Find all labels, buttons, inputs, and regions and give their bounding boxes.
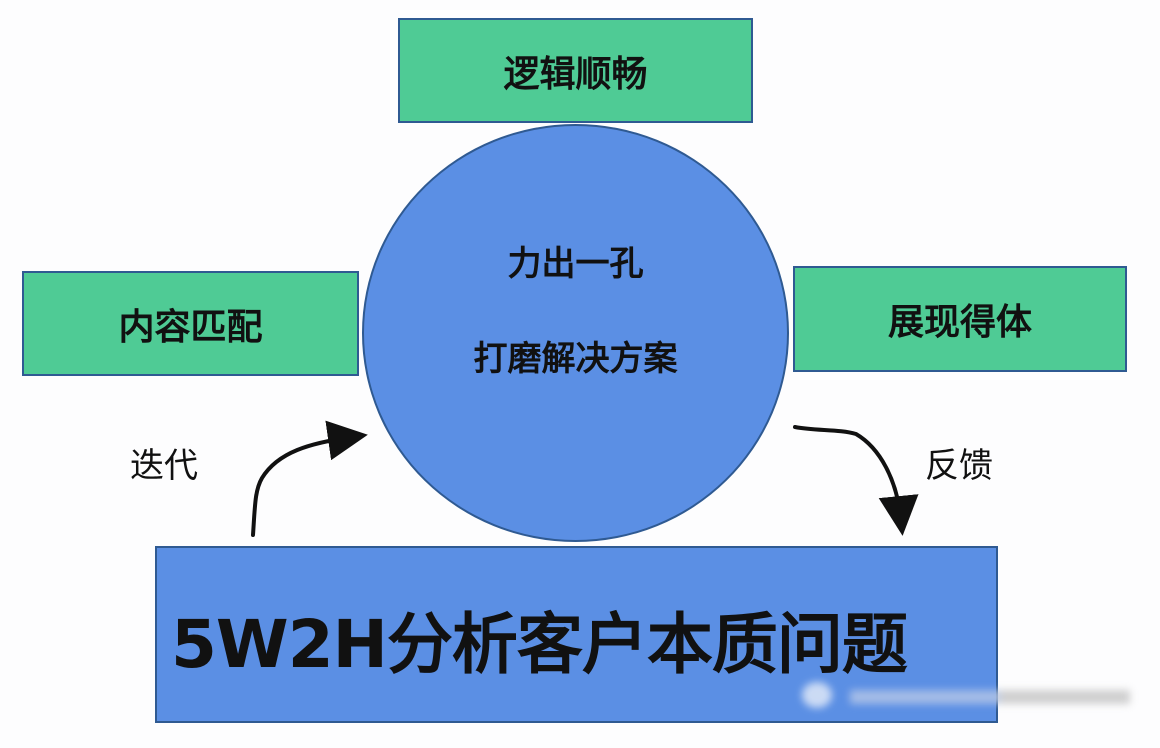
watermark <box>800 678 1140 718</box>
feedback-arrow-icon <box>793 425 919 536</box>
iterate-label: 迭代 <box>130 446 198 486</box>
presentation-appropriate-box: 展现得体 <box>793 266 1127 372</box>
circle-title: 力出一孔 <box>507 244 644 284</box>
content-match-box: 内容匹配 <box>22 271 359 376</box>
watermark-logo-icon <box>802 682 832 708</box>
logic-smooth-label: 逻辑顺畅 <box>503 53 648 95</box>
content-match-label: 内容匹配 <box>118 306 263 348</box>
circle-subtitle: 打磨解决方案 <box>473 339 678 379</box>
5w2h-analysis-label: 5W2H分析客户本质问题 <box>171 605 908 683</box>
center-circle: 力出一孔 打磨解决方案 <box>362 124 789 542</box>
feedback-label: 反馈 <box>925 446 993 486</box>
logic-smooth-box: 逻辑顺畅 <box>398 18 753 123</box>
5w2h-analysis-box: 5W2H分析客户本质问题 <box>155 546 998 723</box>
presentation-appropriate-label: 展现得体 <box>887 302 1032 343</box>
iterate-arrow-icon <box>251 420 368 537</box>
watermark-text <box>850 690 1000 704</box>
watermark-text-overflow <box>1000 690 1130 704</box>
